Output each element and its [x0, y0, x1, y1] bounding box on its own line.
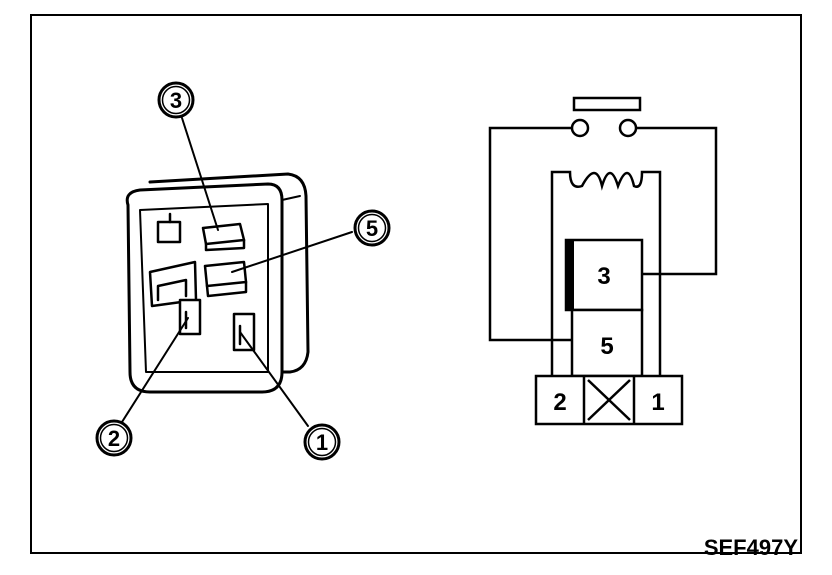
- schematic-label-5: 5: [600, 333, 613, 360]
- callout-inner-ring: [307, 427, 337, 457]
- terminal-5-box: [570, 308, 644, 378]
- schematic-label-3: 3: [597, 263, 610, 290]
- callout-circle: [303, 423, 341, 461]
- callout-label: 5: [366, 216, 378, 241]
- switch-actuator: [572, 96, 642, 112]
- figure-reference-code: SEF497Y: [703, 535, 798, 560]
- switch-contact-right: [618, 118, 638, 138]
- terminal-3-marker: [566, 240, 574, 310]
- schematic-label-2: 2: [553, 389, 566, 416]
- callout-3: 3: [157, 81, 195, 119]
- callout-inner-ring: [99, 423, 129, 453]
- wire-right-loop: [636, 126, 718, 276]
- callout-inner-ring: [161, 85, 191, 115]
- callout-1: 1: [303, 423, 341, 461]
- coil: [550, 170, 662, 376]
- callout-inner-ring: [357, 213, 387, 243]
- callout-label: 2: [108, 426, 120, 451]
- callout-circle: [353, 209, 391, 247]
- relay-schematic: [488, 96, 718, 426]
- callout-label: 3: [170, 88, 182, 113]
- terminal-3-box: [564, 238, 644, 312]
- callout-leaders: [121, 117, 353, 427]
- callout-circle: [157, 81, 195, 119]
- relay-terminals: [148, 212, 256, 352]
- callout-label: 1: [316, 430, 328, 455]
- callout-circle: [95, 419, 133, 457]
- schematic-label-1: 1: [651, 389, 664, 416]
- callout-2: 2: [95, 419, 133, 457]
- switch-contact-left: [570, 118, 590, 138]
- wire-left-loop: [488, 126, 572, 342]
- callout-5: 5: [353, 209, 391, 247]
- diagram-frame: [30, 14, 802, 554]
